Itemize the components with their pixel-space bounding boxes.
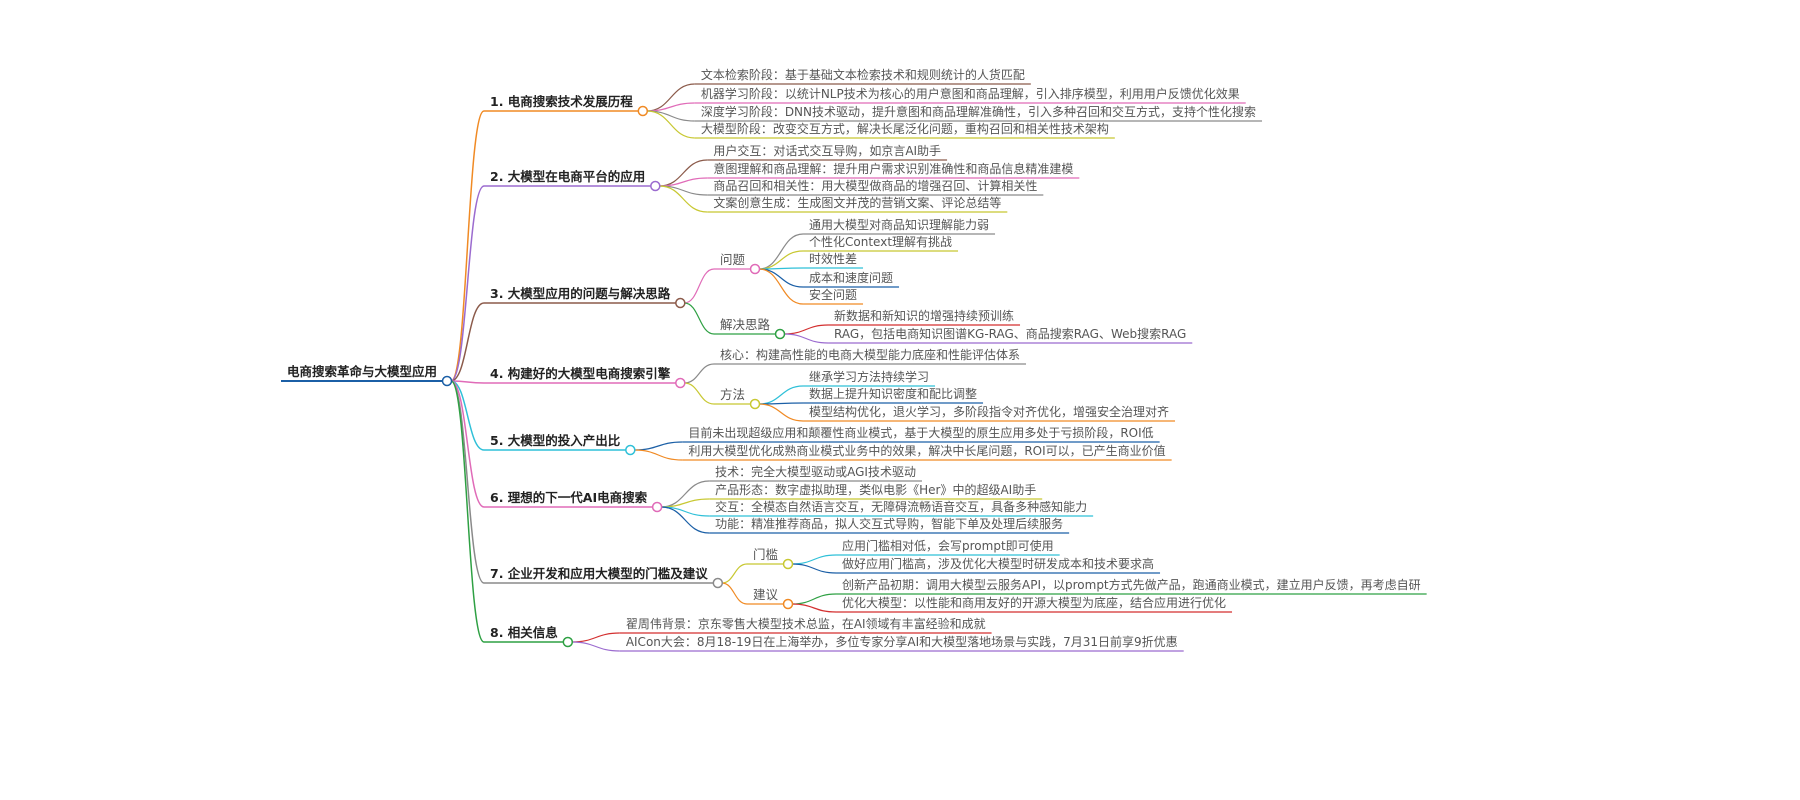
branch-6-title: 6. 理想的下一代AI电商搜索 xyxy=(490,490,648,505)
branch-1-leaf: 大模型阶段：改变交互方式，解决长尾泛化问题，重构召回和相关性技术架构 xyxy=(701,121,1109,136)
connector-line xyxy=(450,380,485,643)
branch-1-leaf: 文本检索阶段：基于基础文本检索技术和规则统计的人货匹配 xyxy=(701,67,1025,82)
branch-7-title: 7. 企业开发和应用大模型的门槛及建议 xyxy=(490,566,708,581)
branch-2-leaf: 用户交互：对话式交互导购，如京言AI助手 xyxy=(713,143,941,158)
branch-5-toggle[interactable] xyxy=(625,444,636,456)
branch-4-leaf: 继承学习方法持续学习 xyxy=(809,369,929,384)
connector-line xyxy=(759,403,804,422)
connector-line xyxy=(684,363,715,384)
branch-2-leaf: 意图理解和商品理解：提升用户需求识别准确性和商品信息精准建模 xyxy=(713,161,1073,176)
branch-4-leaf: 数据上提升知识密度和配比调整 xyxy=(809,386,977,401)
branch-3-leaf: 通用大模型对商品知识理解能力弱 xyxy=(809,217,989,232)
branch-4-subtopic-toggle[interactable] xyxy=(749,398,761,410)
branch-4-subtopic: 方法 xyxy=(720,387,745,402)
branch-4-leaf: 核心：构建高性能的电商大模型能力底座和性能评估体系 xyxy=(720,347,1020,362)
connector-line xyxy=(721,582,748,605)
connector-line xyxy=(792,593,837,605)
branch-7-leaf: 应用门槛相对低，会写prompt即可使用 xyxy=(842,538,1054,553)
connector-line xyxy=(759,268,804,288)
branch-1-title: 1. 电商搜索技术发展历程 xyxy=(490,94,633,109)
branch-2-toggle[interactable] xyxy=(650,180,661,192)
connector-line xyxy=(634,441,683,451)
branch-3-leaf: 个性化Context理解有挑战 xyxy=(809,235,952,249)
connector-line xyxy=(571,641,620,652)
branch-7-toggle[interactable] xyxy=(712,577,724,589)
branch-2-leaf: 商品召回和相关性：用大模型做商品的增强召回、计算相关性 xyxy=(713,178,1037,193)
branch-5-title: 5. 大模型的投入产出比 xyxy=(490,433,621,448)
connector-line xyxy=(784,333,829,344)
branch-3-leaf: 新数据和新知识的增强持续预训练 xyxy=(834,308,1014,323)
branch-3-leaf: 成本和速度问题 xyxy=(809,270,893,285)
branch-3-subtopic-toggle[interactable] xyxy=(749,263,761,275)
connector-line xyxy=(784,324,829,335)
branch-6-leaf: 交互：全模态自然语言交互，无障碍流畅语音交互，具备多种感知能力 xyxy=(715,499,1087,514)
branch-3-leaf: 时效性差 xyxy=(809,251,857,266)
connector-line xyxy=(684,302,715,335)
branch-5-leaf: 利用大模型优化成熟商业模式业务中的效果，解决中长尾问题，ROI可以，已产生商业价… xyxy=(688,443,1165,458)
branch-5-leaf: 目前未出现超级应用和颠覆性商业模式，基于大模型的原生应用多处于亏损阶段，ROI低 xyxy=(688,425,1153,440)
branch-1-leaf: 机器学习阶段：以统计NLP技术为核心的用户意图和商品理解，引入排序模型，利用用户… xyxy=(701,86,1240,101)
branch-7-leaf: 优化大模型：以性能和商用友好的开源大模型为底座，结合应用进行优化 xyxy=(842,595,1226,610)
connector-line xyxy=(451,380,485,384)
connector-line xyxy=(684,382,715,405)
connector-line xyxy=(571,632,620,643)
connector-line xyxy=(792,603,837,613)
branch-6-toggle[interactable] xyxy=(651,501,663,513)
connector-line xyxy=(450,185,485,382)
branch-1-toggle[interactable] xyxy=(637,105,649,117)
branch-8-title: 8. 相关信息 xyxy=(490,625,558,640)
connector-line xyxy=(646,110,695,139)
branch-8-leaf: 翟周伟背景：京东零售大模型技术总监，在AI领域有丰富经验和成就 xyxy=(626,616,986,631)
branch-6-leaf: 功能：精准推荐商品，拟人交互式导购，智能下单及处理后续服务 xyxy=(715,516,1063,531)
branch-4-title: 4. 构建好的大模型电商搜索引擎 xyxy=(490,366,671,381)
connector-line xyxy=(634,449,683,461)
connector-line xyxy=(759,250,804,270)
connector-line xyxy=(721,563,748,584)
connector-line xyxy=(450,380,485,584)
connector-line xyxy=(450,380,485,451)
branch-7-leaf: 做好应用门槛高，涉及优化大模型时研发成本和技术要求高 xyxy=(842,556,1154,571)
branch-7-leaf: 创新产品初期：调用大模型云服务API，以prompt方式先做产品，跑通商业模式，… xyxy=(842,577,1421,592)
branch-3-leaf: RAG，包括电商知识图谱KG-RAG、商品搜索RAG、Web搜索RAG xyxy=(834,326,1186,341)
connector-line xyxy=(792,554,837,565)
branch-4-leaf: 模型结构优化，退火学习，多阶段指令对齐优化，增强安全治理对齐 xyxy=(809,404,1169,419)
branch-3-subtopic: 问题 xyxy=(720,252,746,267)
branch-1-leaf: 深度学习阶段：DNN技术驱动，提升意图和商品理解准确性，引入多种召回和交互方式，… xyxy=(701,104,1256,119)
branch-3-subtopic-toggle[interactable] xyxy=(774,328,786,340)
connector-line xyxy=(758,268,804,305)
connector-line xyxy=(759,385,804,405)
branch-6-leaf: 产品形态：数字虚拟助理，类似电影《Her》中的超级AI助手 xyxy=(715,482,1036,497)
branch-3-leaf: 安全问题 xyxy=(809,287,857,302)
branch-8-leaf: AICon大会：8月18-19日在上海举办，多位专家分享AI和大模型落地场景与实… xyxy=(626,634,1178,649)
connector-line xyxy=(661,506,710,534)
connector-line xyxy=(450,110,485,382)
branch-2-title: 2. 大模型在电商平台的应用 xyxy=(490,169,645,184)
root-topic: 电商搜索革命与大模型应用 xyxy=(287,364,437,379)
connector-line xyxy=(659,185,708,213)
root-collapse-toggle[interactable] xyxy=(441,375,453,387)
branch-7-subtopic-toggle[interactable] xyxy=(782,598,794,610)
branch-3-toggle[interactable] xyxy=(675,297,686,309)
branch-4-toggle[interactable] xyxy=(675,377,686,389)
connector-line xyxy=(792,563,837,574)
branch-6-leaf: 技术：完全大模型驱动或AGI技术驱动 xyxy=(715,464,916,479)
branch-3-subtopic: 解决思路 xyxy=(720,317,771,332)
connector-line xyxy=(450,302,485,382)
branch-7-subtopic-toggle[interactable] xyxy=(782,558,794,570)
branch-3-title: 3. 大模型应用的问题与解决思路 xyxy=(490,286,671,301)
branch-8-toggle[interactable] xyxy=(562,636,574,648)
branch-7-subtopic: 建议 xyxy=(753,587,779,602)
branch-2-leaf: 文案创意生成：生成图文并茂的营销文案、评论总结等 xyxy=(713,195,1001,210)
connector-line xyxy=(450,380,485,508)
branch-7-subtopic: 门槛 xyxy=(753,547,778,562)
connector-line xyxy=(684,268,715,304)
